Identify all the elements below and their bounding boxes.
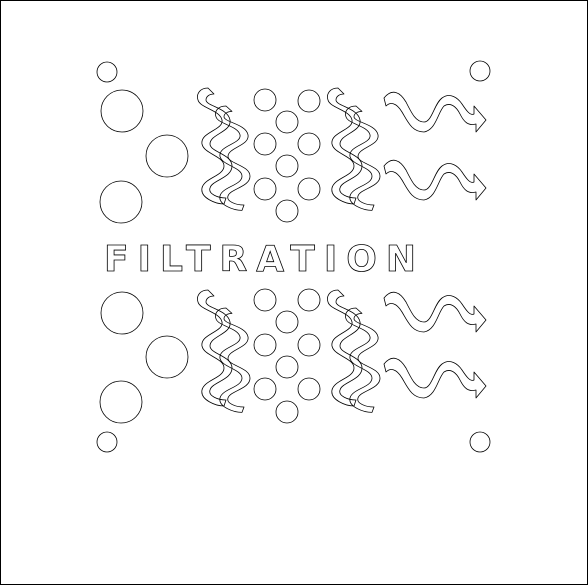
wavy-channel-icon xyxy=(326,289,381,413)
large-circles-column-icon xyxy=(99,291,189,424)
wavy-arrows-icon xyxy=(383,291,487,399)
circle-cluster-icon xyxy=(253,288,321,424)
corner-dot-icon xyxy=(469,431,491,453)
corner-dot-icon xyxy=(96,61,118,83)
corner-dot-icon xyxy=(469,60,491,82)
top-section xyxy=(96,60,491,224)
title-text: FILTRATION xyxy=(104,239,425,280)
bottom-section xyxy=(96,288,491,453)
circle-cluster-icon xyxy=(253,88,321,223)
wavy-arrows-icon xyxy=(383,91,487,201)
large-circles-column-icon xyxy=(99,89,189,224)
title-group: FILTRATION xyxy=(104,239,425,281)
wavy-channel-icon xyxy=(196,289,251,413)
wavy-channel-icon xyxy=(326,87,381,211)
wavy-channel-icon xyxy=(196,87,251,211)
corner-dot-icon xyxy=(96,431,118,453)
